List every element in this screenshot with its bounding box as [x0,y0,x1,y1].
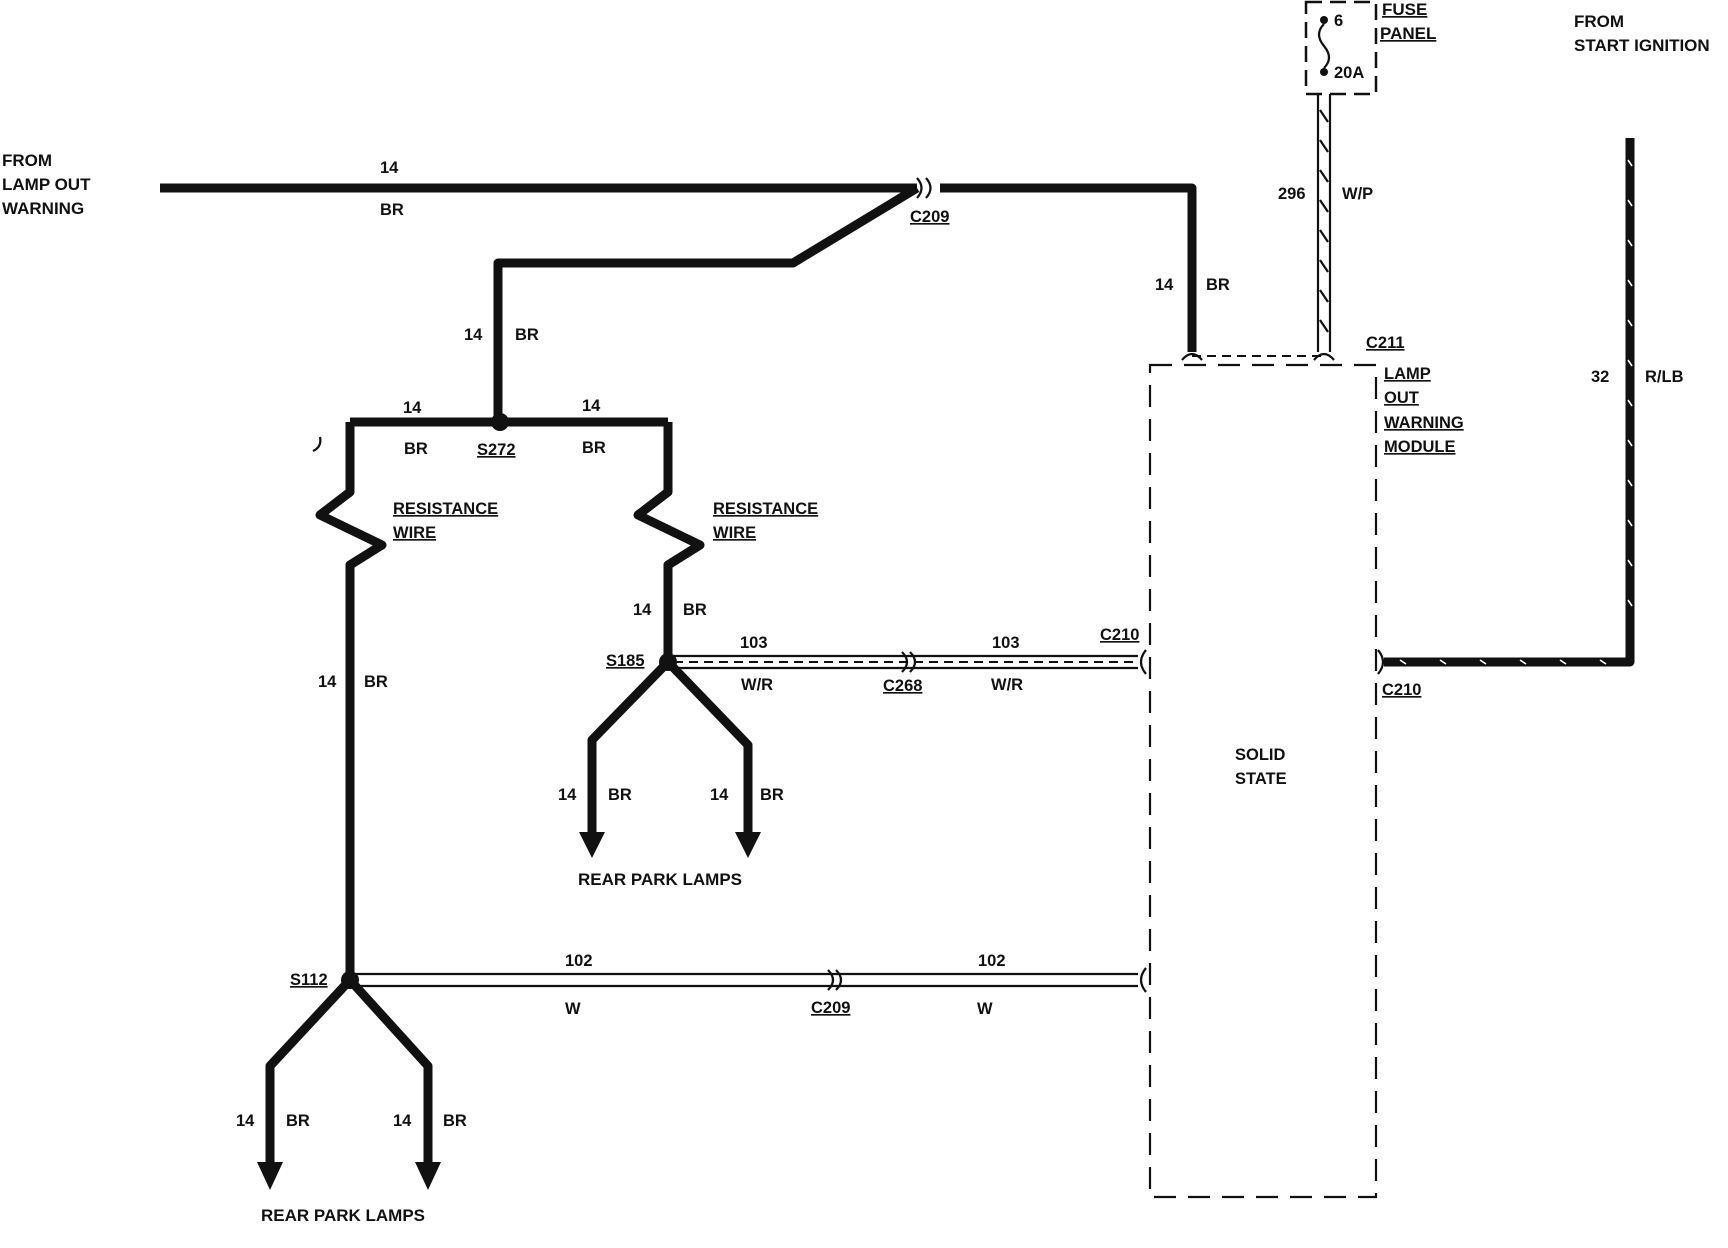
module-label-line2: OUT [1384,389,1419,407]
wire-s185-lamp-right [664,658,753,838]
connector-c209-top-symbol [916,177,932,199]
arrow-rear-lamp-1 [579,832,605,858]
connector-c210-103-symbol [1139,649,1147,675]
s272-right-color: BR [582,439,606,457]
connector-c268-symbol [901,651,917,673]
rear-park-lamps-upper: REAR PARK LAMPS [578,870,742,889]
source-ignition-line1: FROM [1574,12,1624,31]
s112-lamp-right-color: BR [443,1112,467,1130]
module-feed-color: BR [1206,276,1230,294]
circuit-102-right-number: 102 [978,952,1006,970]
arrow-rear-lamp-3 [257,1162,283,1190]
wire-s185-lamp-left [587,658,672,838]
splice-s272-dot [491,413,509,431]
rear-park-lamps-lower: REAR PARK LAMPS [261,1206,425,1225]
s272-left-gauge: 14 [403,399,422,417]
source-ignition-line2: START IGNITION [1574,36,1710,55]
connector-c210-32-symbol [1377,649,1385,675]
source-lamp-out-line3: WARNING [2,199,84,218]
wire-to-s272 [493,184,920,422]
circuit-103-right-number: 103 [992,634,1020,652]
resistance-right-line2: WIRE [713,524,756,542]
wire-circuit-103 [668,654,1138,670]
right-down-gauge: 14 [633,601,652,619]
s112-lamp-left-color: BR [286,1112,310,1130]
wire-circuit-32 [1384,138,1635,667]
circuit-103-left-color: W/R [741,676,773,694]
wire-s112-lamp-right [346,976,433,1168]
source-lamp-out-line1: FROM [2,151,52,170]
lamp-out-warning-module-box [1148,363,1378,1199]
connector-c209-bottom-label: C209 [811,999,850,1017]
fuse-number: 6 [1334,12,1343,30]
left-down-gauge: 14 [318,673,337,691]
connector-c209-top-label: C209 [910,208,949,226]
fuse-panel-label-line1: FUSE [1382,0,1427,19]
splice-s272-label: S272 [477,441,516,459]
s185-lamp-right-gauge: 14 [710,786,729,804]
s185-lamp-left-gauge: 14 [558,786,577,804]
top-feed-gauge: 14 [380,159,399,177]
module-label-line3: WARNING [1384,414,1464,432]
circuit-102-left-color: W [565,1000,581,1018]
fuse-rating: 20A [1334,64,1364,82]
module-label-line4: MODULE [1384,438,1456,456]
s112-lamp-left-gauge: 14 [236,1112,255,1130]
module-body-line2: STATE [1235,770,1287,788]
s272-right-gauge: 14 [582,397,601,415]
splice-s112-dot [341,971,359,989]
wire-right-down [633,422,705,662]
connector-c209-bottom-symbol [827,969,843,991]
fuse-panel-label-line2: PANEL [1380,24,1436,43]
to-s272-color: BR [515,326,539,344]
wire-circuit-296 [1316,94,1332,352]
s185-lamp-left-color: BR [608,786,632,804]
connector-c210-right-label: C210 [1382,681,1421,699]
s112-lamp-right-gauge: 14 [393,1112,412,1130]
top-feed-color: BR [380,201,404,219]
connector-c211-right-symbol [1313,352,1335,361]
s185-lamp-right-color: BR [760,786,784,804]
s272-left-color: BR [404,440,428,458]
circuit-296-number: 296 [1278,185,1306,203]
connector-c268-label: C268 [883,677,922,695]
connector-c210-left-label: C210 [1100,626,1139,644]
source-lamp-out-line2: LAMP OUT [2,175,91,194]
fuse-icon [1317,16,1331,76]
module-body-line1: SOLID [1235,746,1286,764]
resistance-left-line1: RESISTANCE [393,500,498,518]
wire-left-down [315,422,387,978]
circuit-103-left-number: 103 [740,634,768,652]
left-down-color: BR [364,673,388,691]
circuit-32-color: R/LB [1645,368,1684,386]
circuit-32-number: 32 [1591,368,1609,386]
connector-c210-102-symbol [1139,967,1147,993]
arrow-rear-lamp-4 [415,1162,441,1190]
splice-s185-label: S185 [606,652,645,670]
right-down-color: BR [683,601,707,619]
wire-hook [312,436,322,453]
circuit-102-right-color: W [977,1000,993,1018]
wire-circuit-102 [350,972,1138,988]
resistance-left-line2: WIRE [393,524,436,542]
wire-module-feed [940,183,1197,352]
module-feed-gauge: 14 [1155,276,1174,294]
splice-s185-dot [659,653,677,671]
wire-s112-lamp-left [265,976,354,1168]
connector-c211-label: C211 [1366,334,1405,352]
circuit-103-right-color: W/R [991,676,1023,694]
fuse-panel-box [1304,0,1378,96]
module-label-line1: LAMP [1384,365,1431,383]
connector-c211-left-symbol [1181,352,1203,361]
circuit-102-left-number: 102 [565,952,593,970]
to-s272-gauge: 14 [464,326,483,344]
resistance-right-line1: RESISTANCE [713,500,818,518]
circuit-296-color: W/P [1342,185,1373,203]
arrow-rear-lamp-2 [735,832,761,858]
splice-s112-label: S112 [290,971,328,989]
